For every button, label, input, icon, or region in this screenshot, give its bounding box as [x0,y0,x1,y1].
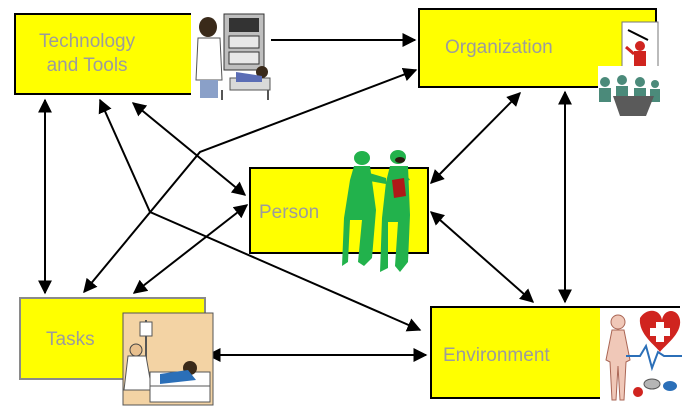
arrow-person-environment [429,211,535,303]
arrow-technology-person [131,102,247,196]
two-surgeons-clipart [342,150,410,272]
clinician-with-monitors-clipart [191,12,271,102]
medical-symbols-clipart [600,308,682,404]
arrow-organization-person [430,92,521,184]
presenter-with-audience-clipart [598,21,660,116]
arrow-person-tasks [132,204,249,294]
arrow-organization-tasks [83,67,418,294]
organization-label: Organization [445,37,553,58]
tasks-label: Tasks [46,329,95,350]
nurse-with-patient-clipart [122,312,214,406]
environment-label: Environment [443,345,550,366]
